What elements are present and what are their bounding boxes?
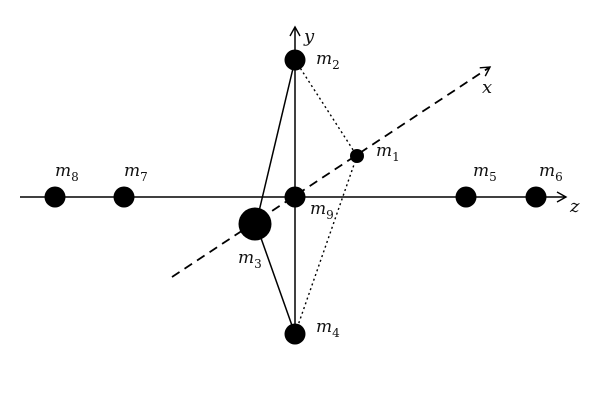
- mass-m5: [455, 186, 477, 208]
- edge-m1-m4: [294, 155, 358, 335]
- label-m4: m4: [316, 317, 340, 340]
- mass-m1: [350, 149, 364, 163]
- mass-m6: [525, 186, 547, 208]
- edge-m2-m3: [255, 59, 296, 225]
- label-m6: m6: [539, 161, 563, 184]
- mass-m9: [284, 186, 306, 208]
- edge-m2-m1: [294, 59, 358, 157]
- edge-m3-m4: [255, 223, 296, 335]
- label-m2: m2: [316, 49, 340, 72]
- mass-m8: [44, 186, 66, 208]
- label-m9: m9: [310, 199, 334, 222]
- mass-m7: [113, 186, 135, 208]
- y-axis-label: y: [303, 26, 315, 47]
- mass-m3: [238, 207, 272, 241]
- label-m3: m3: [238, 248, 262, 271]
- z-axis-label: z: [569, 196, 580, 217]
- label-m7: m7: [124, 161, 148, 184]
- label-m8: m8: [55, 161, 79, 184]
- x-axis-label: x: [482, 77, 492, 98]
- x-axis-line: [171, 66, 492, 278]
- mass-m4: [284, 323, 306, 345]
- label-m1: m1: [376, 141, 400, 164]
- label-m5: m5: [473, 161, 497, 184]
- mass-m2: [284, 49, 306, 71]
